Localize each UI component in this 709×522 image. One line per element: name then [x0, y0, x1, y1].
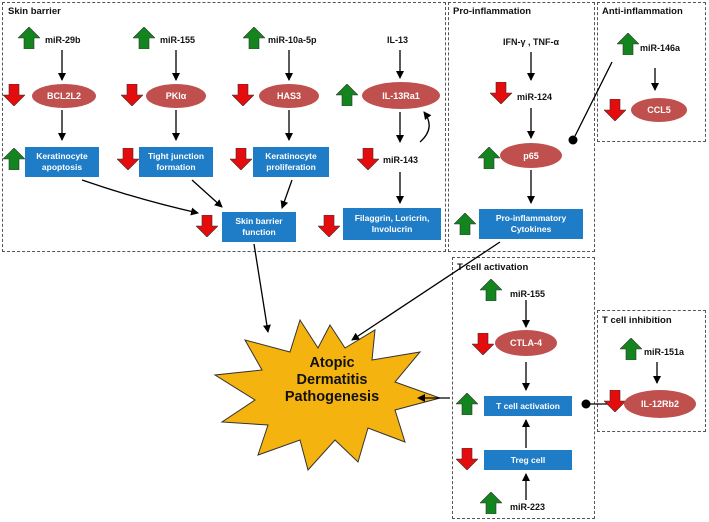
down-arrow-icon: [229, 147, 253, 175]
mir-223-label: miR-223: [510, 502, 546, 512]
up-arrow-icon: [242, 26, 266, 54]
inhibition-end: [581, 399, 591, 409]
il-12rb2-node: IL-12Rb2: [624, 390, 696, 418]
up-arrow-icon: [479, 491, 503, 519]
down-arrow-icon: [489, 81, 513, 109]
il-13ra1-node: IL-13Ra1: [362, 82, 440, 109]
mir-143-label: miR-143: [383, 155, 419, 165]
up-arrow-icon: [616, 32, 640, 60]
center-line-2: Dermatitis: [296, 372, 368, 389]
panel-title-anti-inflammation: Anti-inflammation: [602, 6, 683, 17]
up-arrow-icon: [2, 147, 26, 175]
connector: [81, 179, 199, 216]
mir-124-label: miR-124: [517, 92, 553, 102]
filaggrin-box: Filaggrin, Loricrin, Involucrin: [343, 208, 441, 240]
mir-155-label: miR-155: [160, 35, 196, 45]
keratinocyte-proliferation-box: Keratinocyte proliferation: [253, 147, 329, 177]
up-arrow-icon: [479, 278, 503, 306]
up-arrow-icon: [453, 212, 477, 240]
up-arrow-icon: [335, 83, 359, 111]
center-line-3: Pathogenesis: [284, 389, 380, 406]
mir-151a-label: miR-151a: [644, 347, 685, 357]
down-arrow-icon: [455, 447, 479, 475]
t-cell-activation-box: T cell activation: [484, 396, 572, 416]
pkla-node: PKlα: [146, 84, 206, 108]
panel-title-t-cell-activation: T cell activation: [457, 262, 529, 273]
ctla-4-node: CTLA-4: [495, 330, 557, 356]
tight-junction-box: Tight junction formation: [139, 147, 213, 177]
inhibition-end: [568, 135, 578, 145]
panel-title-skin-barrier: Skin barrier: [8, 6, 61, 17]
connector: [280, 179, 293, 209]
inhibition-line: [574, 61, 613, 137]
down-arrow-icon: [471, 332, 495, 360]
p65-node: p65: [500, 143, 562, 168]
up-arrow-icon: [619, 337, 643, 365]
skin-barrier-function-box: Skin barrier function: [222, 212, 296, 242]
panel-title-t-cell-inhibition: T cell inhibition: [602, 315, 672, 326]
ccl5-node: CCL5: [631, 98, 687, 122]
down-arrow-icon: [603, 389, 627, 417]
panel-title-pro-inflammation: Pro-inflammation: [453, 6, 532, 17]
down-arrow-icon: [317, 214, 341, 242]
up-arrow-icon: [477, 146, 501, 174]
treg-cell-box: Treg cell: [484, 450, 572, 470]
down-arrow-icon: [603, 98, 627, 126]
atopic-dermatitis-label: Atopic Dermatitis Pathogenesis: [262, 355, 402, 406]
connector: [191, 179, 223, 208]
atopic-dermatitis-starburst: [213, 318, 442, 472]
bcl2l2-node: BCL2L2: [32, 84, 96, 108]
mir-29b-label: miR-29b: [45, 35, 81, 45]
pro-inflammatory-cytokines-box: Pro-inflammatory Cytokines: [479, 209, 583, 239]
mir-10a-5p-label: miR-10a-5p: [268, 35, 317, 45]
up-arrow-icon: [455, 392, 479, 420]
down-arrow-icon: [116, 147, 140, 175]
connector: [351, 241, 501, 341]
mir-146a-label: miR-146a: [640, 43, 681, 53]
down-arrow-icon: [195, 214, 219, 242]
down-arrow-icon: [356, 147, 380, 175]
il-13-label: IL-13: [387, 35, 409, 45]
up-arrow-icon: [132, 26, 156, 54]
feedback-arrow: [419, 111, 432, 143]
down-arrow-icon: [2, 83, 26, 111]
ifn-tnf-label: IFN-γ , TNF-α: [503, 37, 560, 47]
keratinocyte-apoptosis-box: Keratinocyte apoptosis: [25, 147, 99, 177]
down-arrow-icon: [231, 83, 255, 111]
connector: [253, 243, 271, 333]
up-arrow-icon: [17, 26, 41, 54]
has3-node: HAS3: [259, 84, 319, 108]
tact-mir-155-label: miR-155: [510, 289, 546, 299]
center-line-1: Atopic: [309, 355, 355, 371]
down-arrow-icon: [120, 83, 144, 111]
